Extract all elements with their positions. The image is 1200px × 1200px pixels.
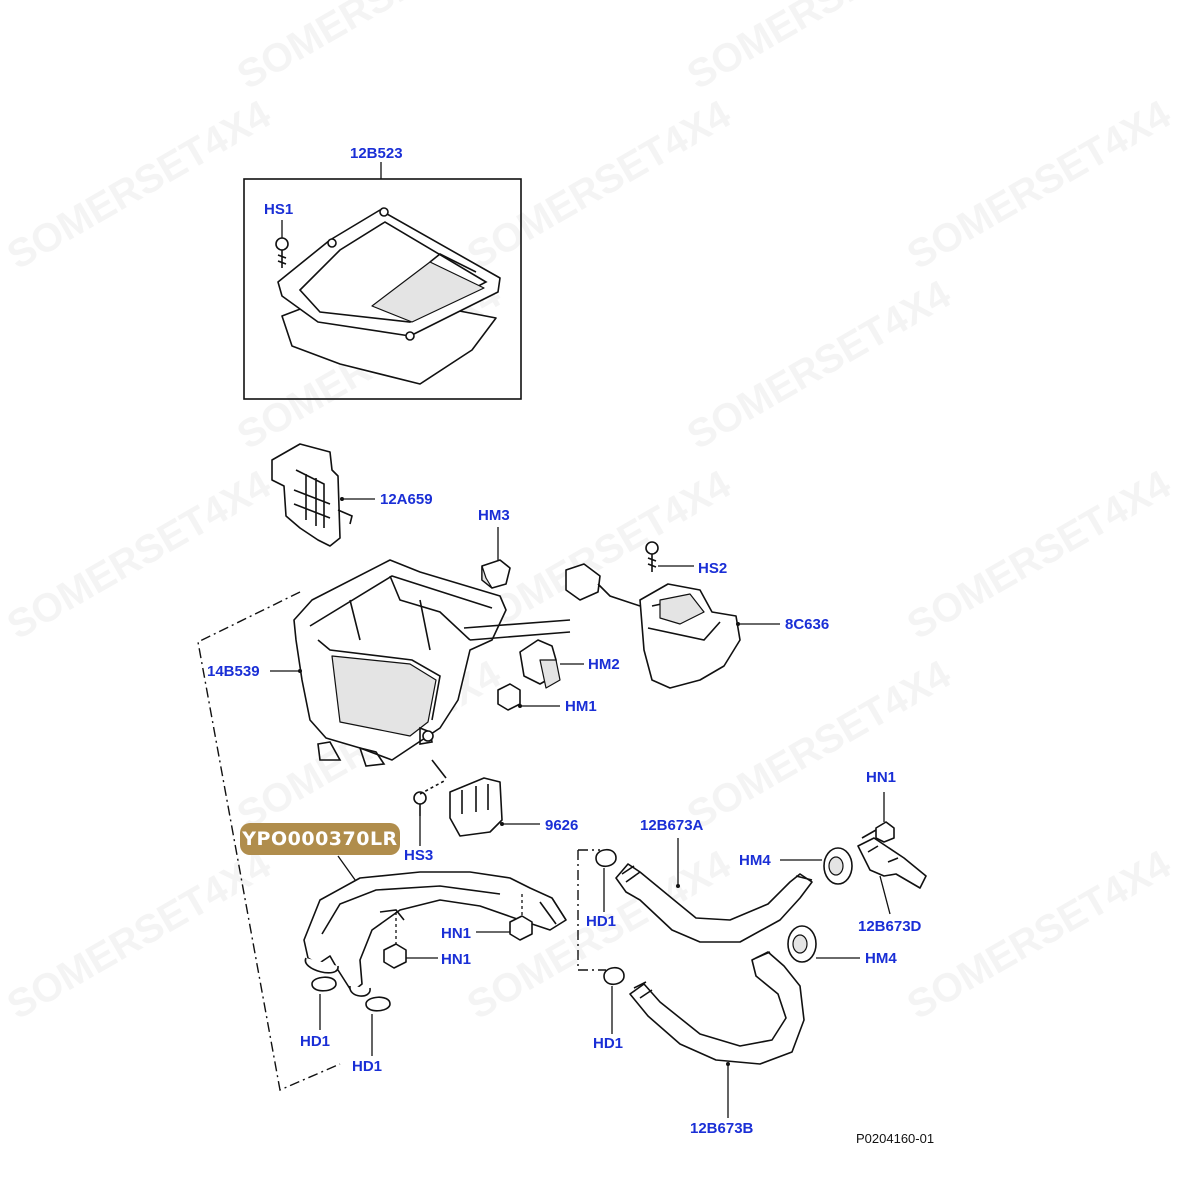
callout-12B523[interactable]: 12B523 [350, 145, 403, 162]
blower-motor-8C636 [565, 541, 780, 689]
callout-12A659[interactable]: 12A659 [380, 491, 433, 508]
callout-12B673B[interactable]: 12B673B [690, 1120, 754, 1137]
callout-14B539[interactable]: 14B539 [207, 663, 260, 680]
cover-assembly-12B523 [243, 162, 522, 400]
callout-12B673A[interactable]: 12B673A [640, 817, 704, 834]
callout-HN1[interactable]: HN1 [441, 951, 472, 968]
callout-HM3[interactable]: HM3 [478, 507, 510, 524]
housing-14B539 [270, 559, 571, 767]
callout-HM2[interactable]: HM2 [588, 656, 620, 673]
callout-HS2[interactable]: HS2 [698, 560, 728, 577]
bracket-12A659 [271, 443, 375, 547]
grommet-HM3 [481, 527, 511, 589]
callout-HD1[interactable]: HD1 [586, 913, 617, 930]
callout-HS1[interactable]: HS1 [264, 201, 294, 218]
callout-HM4[interactable]: HM4 [865, 950, 897, 967]
resistor-9626 [413, 759, 540, 846]
callout-HM4[interactable]: HM4 [739, 852, 771, 869]
callout-HS3[interactable]: HS3 [404, 847, 434, 864]
callout-HD1[interactable]: HD1 [300, 1033, 331, 1050]
callout-HD1[interactable]: HD1 [593, 1035, 624, 1052]
callout-8C636[interactable]: 8C636 [785, 616, 830, 633]
figure-reference: P0204160-01 [856, 1131, 935, 1146]
part-number-badge[interactable]: YPO000370LR [240, 823, 400, 855]
connector-HM1 [497, 683, 560, 711]
callout-HD1[interactable]: HD1 [352, 1058, 383, 1075]
lower-duct [303, 855, 567, 1056]
callout-9626[interactable]: 9626 [545, 817, 579, 834]
hose-12B673A [577, 792, 927, 971]
callout-HN1[interactable]: HN1 [866, 769, 897, 786]
callout-12B673D[interactable]: 12B673D [858, 918, 922, 935]
connector-HM2 [519, 639, 584, 689]
callout-HM1[interactable]: HM1 [565, 698, 597, 715]
callout-HN1[interactable]: HN1 [441, 925, 472, 942]
hose-12B673B [603, 925, 860, 1118]
